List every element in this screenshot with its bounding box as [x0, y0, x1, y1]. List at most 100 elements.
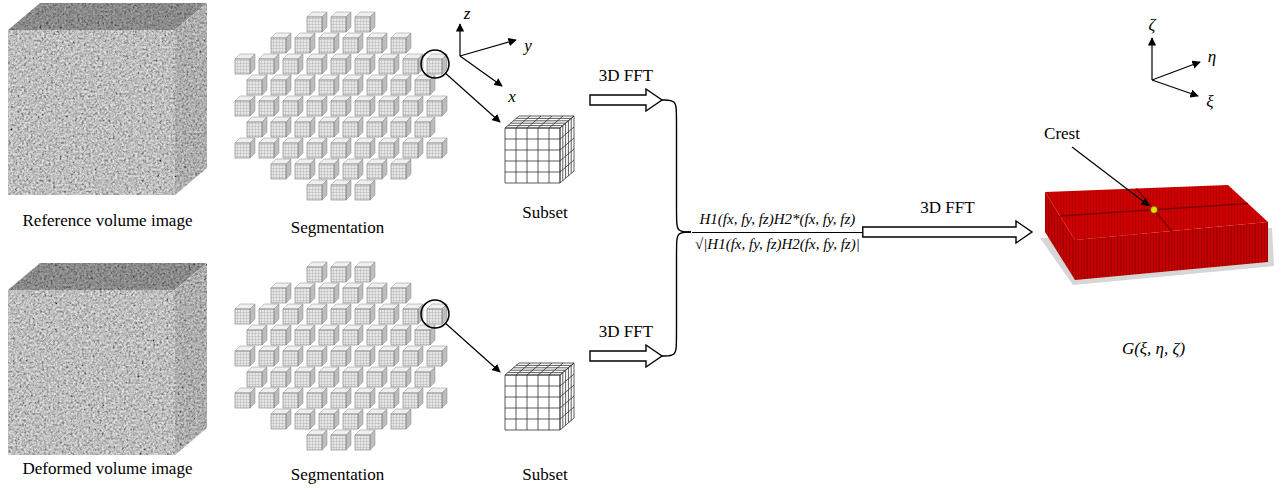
mini-cube [271, 283, 291, 303]
mini-front [295, 122, 310, 137]
mini-side [406, 283, 411, 303]
mini-side [322, 12, 327, 32]
mini-front [403, 351, 418, 366]
mini-side [418, 346, 423, 366]
mini-side [394, 346, 399, 366]
cube-front-face [8, 290, 175, 455]
mini-side [298, 54, 303, 74]
mini-cube [355, 430, 375, 450]
mini-front [259, 101, 274, 116]
mini-cube [331, 12, 351, 32]
cube-side-face [175, 263, 207, 455]
mini-front [355, 101, 370, 116]
mini-front [283, 309, 298, 324]
mini-front [331, 351, 346, 366]
mini-front [295, 38, 310, 53]
mini-front [283, 101, 298, 116]
picture-area [240, 250, 435, 466]
mini-cube [271, 117, 291, 137]
mini-cube [295, 409, 315, 429]
mini-side [346, 304, 351, 324]
mini-side [370, 96, 375, 116]
mini-front [391, 164, 406, 179]
mini-front [391, 372, 406, 387]
mini-cube [235, 138, 255, 158]
mini-side [382, 159, 387, 179]
mini-front [379, 101, 394, 116]
mini-cube [259, 96, 279, 116]
mini-side [394, 304, 399, 324]
leader-line [1072, 147, 1149, 206]
mini-front [427, 351, 442, 366]
mini-cube [283, 54, 303, 74]
mini-cube [307, 304, 327, 324]
mini-side [442, 346, 447, 366]
mini-side [418, 388, 423, 408]
mini-cube [235, 346, 255, 366]
mini-front [379, 59, 394, 74]
mini-cube [331, 262, 351, 282]
mini-side [298, 388, 303, 408]
mini-cube [283, 96, 303, 116]
mini-side [334, 33, 339, 53]
mini-cube [331, 304, 351, 324]
mini-front [235, 393, 250, 408]
selection-circle [421, 300, 449, 328]
formula-text: H1(fx, fy, fz)H2*(fx, fy, fz) [692, 210, 863, 233]
mini-side [310, 325, 315, 345]
mini-front [403, 309, 418, 324]
mini-front [319, 372, 334, 387]
subset-cube [505, 116, 574, 183]
mini-side [406, 367, 411, 387]
mini-side [262, 367, 267, 387]
mini-cube [307, 262, 327, 282]
mini-cube [427, 54, 447, 74]
mini-front [271, 372, 286, 387]
picture-area [5, 0, 210, 212]
cube-side-face [175, 3, 207, 195]
cube-front-face [8, 30, 175, 195]
mini-cube [379, 54, 399, 74]
mini-front [259, 351, 274, 366]
mini-cube [427, 138, 447, 158]
mini-front [415, 80, 430, 95]
mini-cube [259, 304, 279, 324]
mini-front [343, 414, 358, 429]
mini-cube [331, 54, 351, 74]
caption: Reference volume image [23, 212, 193, 231]
mini-cube [427, 346, 447, 366]
mini-front [307, 309, 322, 324]
mini-cube [331, 388, 351, 408]
mini-cube [367, 117, 387, 137]
mini-side [430, 367, 435, 387]
mini-front [319, 164, 334, 179]
picture-area [5, 255, 210, 460]
mini-cube [295, 75, 315, 95]
mini-front [343, 372, 358, 387]
mini-front [343, 80, 358, 95]
mini-side [334, 409, 339, 429]
mini-side [286, 75, 291, 95]
mini-front [379, 143, 394, 158]
mini-side [274, 138, 279, 158]
picture-area [500, 250, 590, 466]
mini-cube [367, 409, 387, 429]
mini-cube [295, 367, 315, 387]
mini-cube [307, 430, 327, 450]
mini-front [355, 435, 370, 450]
mini-cube [319, 367, 339, 387]
mini-side [406, 159, 411, 179]
mini-side [346, 430, 351, 450]
mini-cube [379, 304, 399, 324]
axis-arrow [460, 56, 502, 86]
mini-side [322, 138, 327, 158]
mini-cube [259, 346, 279, 366]
mini-cube [355, 12, 375, 32]
mini-front [367, 414, 382, 429]
mini-cube [367, 33, 387, 53]
mini-side [322, 96, 327, 116]
mini-cube [343, 33, 363, 53]
formula-text: √|H1(fx, fy, fz)H2(fx, fy, fz)| [692, 235, 863, 255]
mini-cube [271, 325, 291, 345]
